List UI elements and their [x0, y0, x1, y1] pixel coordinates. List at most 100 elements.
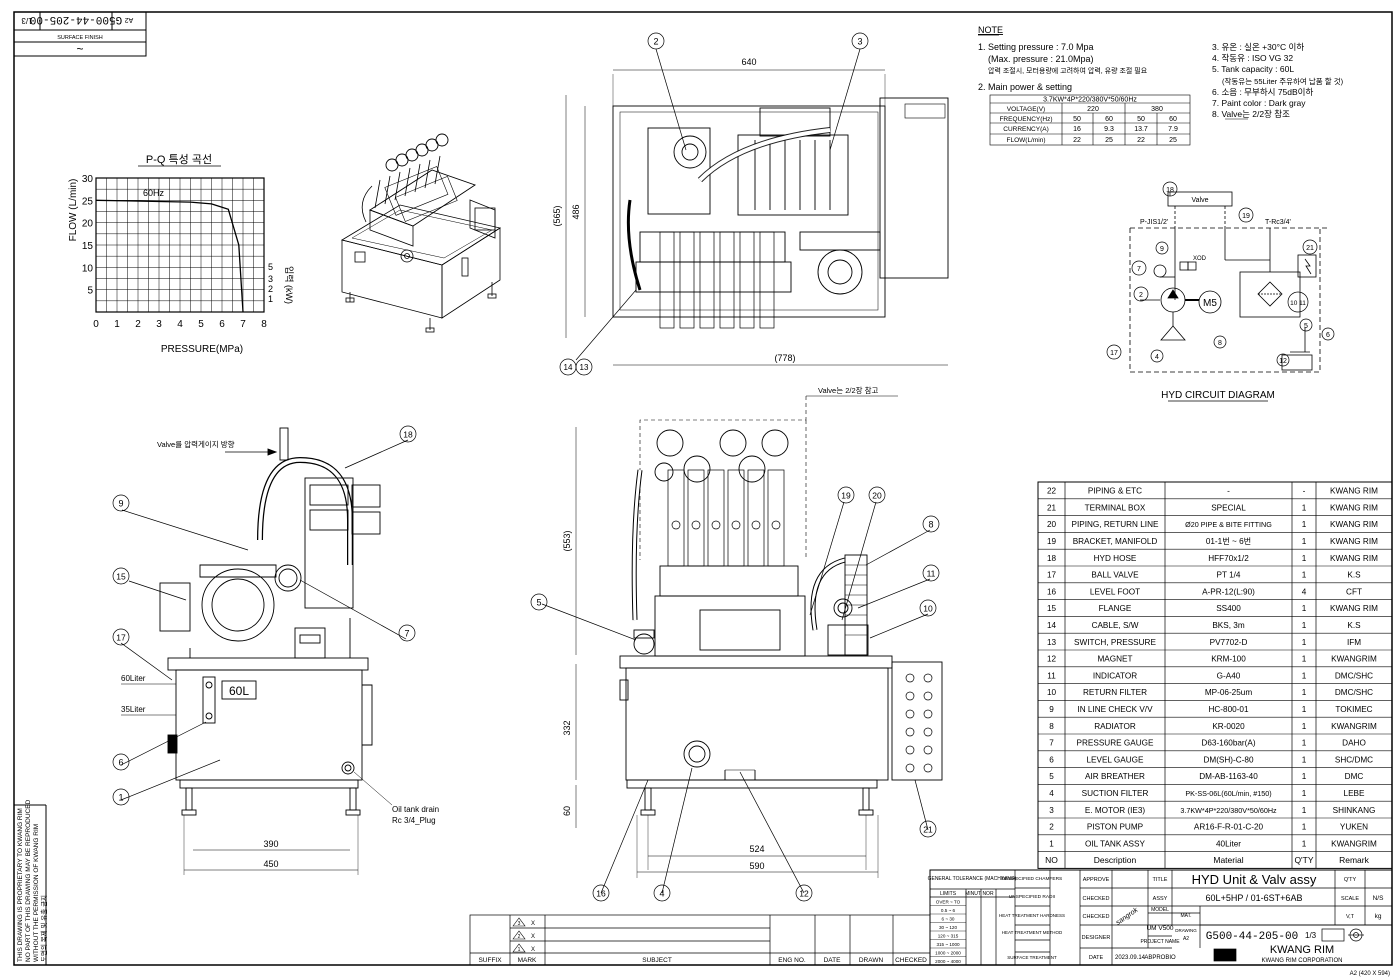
callout-bubble: 6 — [1326, 332, 1330, 339]
bom-cell-no: 1 — [1049, 839, 1054, 848]
front-valve-note: Valve는 2/2장 참고 — [818, 385, 878, 395]
callout-bubble: 9 — [118, 499, 123, 509]
svg-text:V,T: V,T — [1346, 914, 1355, 920]
callout-bubble: 11 — [927, 569, 936, 579]
circuit-valve-box: Valve — [1192, 197, 1209, 204]
circuit-motor: M5 — [1203, 298, 1217, 309]
bom-cell-qty: 1 — [1302, 823, 1307, 832]
svg-text:SUFFIX: SUFFIX — [478, 957, 502, 964]
bom-cell-mat: D63-160bar(A) — [1201, 739, 1255, 748]
bom-cell-remark: KWANGRIM — [1331, 655, 1377, 664]
callout-bubble: 3 — [857, 37, 862, 47]
svg-text:25: 25 — [1105, 137, 1113, 144]
surface-finish-label: SURFACE FINISH — [57, 35, 103, 41]
company-name: KWANG RIM — [1270, 944, 1334, 956]
callout-bubble: 4 — [659, 889, 664, 899]
svg-text:LIMITS: LIMITS — [940, 891, 957, 897]
svg-text:HEAT TREATMENT HARDNESS: HEAT TREATMENT HARDNESS — [999, 913, 1065, 918]
scale-value: N/S — [1373, 895, 1385, 902]
assy-spec: 60L+5HP / 01-6ST+6AB — [1206, 893, 1303, 903]
tol-title: GENERAL TOLERANCE (MACHINING) — [928, 876, 1017, 882]
callout-bubble: 7 — [1137, 266, 1141, 273]
level-60-label: 60Liter — [121, 674, 146, 683]
note-line: 7. Paint color : Dark gray — [1212, 98, 1306, 108]
bom-header-remark: Remark — [1339, 855, 1370, 865]
bom-cell-remark: DMC/SHC — [1335, 671, 1373, 680]
unit-value: kg — [1375, 913, 1382, 920]
tol-row: 30 ~ 120 — [939, 925, 957, 930]
bom-cell-no: 2 — [1049, 823, 1054, 832]
bom-cell-qty: 1 — [1302, 621, 1307, 630]
svg-text:WITHOUT THE PERMISSION OF KWAN: WITHOUT THE PERMISSION OF KWANG RIM — [33, 824, 40, 962]
svg-text:2: 2 — [518, 934, 521, 940]
bom-cell-no: 6 — [1049, 755, 1054, 764]
bom-cell-desc: BALL VALVE — [1091, 571, 1139, 580]
pq-x-tick: 8 — [261, 319, 267, 330]
bom-cell-mat: KRM-100 — [1211, 655, 1246, 664]
bom-cell-qty: 1 — [1302, 655, 1307, 664]
bom-cell-mat: 01-1번 ~ 6번 — [1206, 537, 1251, 546]
callout-bubble: 21 — [1306, 245, 1314, 252]
callout-bubble: 17 — [116, 633, 126, 643]
svg-text:DRAWN: DRAWN — [859, 957, 884, 964]
bom-cell-desc: FLANGE — [1099, 604, 1132, 613]
svg-text:50: 50 — [1137, 116, 1145, 123]
bom-cell-qty: 1 — [1302, 571, 1307, 580]
bom-cell-no: 15 — [1047, 604, 1057, 613]
bom-cell-desc: RADIATOR — [1094, 722, 1136, 731]
bom-cell-remark: KWANG RIM — [1330, 503, 1378, 512]
drain-note-1: Oil tank drain — [392, 805, 439, 814]
drain-note-2: Rc 3/4_Plug — [392, 816, 436, 825]
note-line: 1. Setting pressure : 7.0 Mpa — [978, 42, 1094, 52]
svg-text:16: 16 — [1073, 126, 1081, 133]
bom-cell-qty: 1 — [1302, 722, 1307, 731]
callout-bubble: 12 — [799, 889, 809, 899]
svg-text:DATE: DATE — [824, 957, 842, 964]
pq-x-tick: 1 — [114, 319, 120, 330]
svg-text:25: 25 — [1169, 137, 1177, 144]
pq-x-tick: 6 — [219, 319, 225, 330]
tol-row: 6 ~ 30 — [942, 916, 955, 921]
bom-cell-desc: OIL TANK ASSY — [1085, 839, 1145, 848]
level-35-label: 35Liter — [121, 705, 146, 714]
svg-text:X: X — [531, 921, 535, 927]
pq-x-label: PRESSURE(MPa) — [161, 344, 243, 355]
power-table-title: 3.7KW*4P*220/380V*50/60Hz — [1043, 97, 1137, 104]
pq-chart-title: P-Q 특성 곡선 — [146, 153, 212, 166]
bom-cell-desc: HYD HOSE — [1094, 554, 1137, 563]
power-table: 3.7KW*4P*220/380V*50/60Hz VOLTAGE(V) 220… — [989, 94, 1191, 146]
svg-text:9.3: 9.3 — [1104, 126, 1114, 133]
bom-cell-desc: PISTON PUMP — [1087, 823, 1144, 832]
svg-text:3: 3 — [518, 921, 521, 927]
bom-header-mat: Material — [1213, 855, 1243, 865]
note-line: 8. Valve는 2/2장 참조 — [1212, 109, 1290, 119]
bom-cell-no: 5 — [1049, 772, 1054, 781]
bom-cell-no: 4 — [1049, 789, 1054, 798]
bom-cell-remark: SHINKANG — [1333, 806, 1376, 815]
svg-text:VOLTAGE(V): VOLTAGE(V) — [1007, 106, 1045, 113]
drawing-stamp: G500-44-205-00 1/3 A2 SURFACE FINISH ~ — [13, 11, 147, 57]
bom-cell-remark: KWANG RIM — [1330, 487, 1378, 496]
callout-bubble: 16 — [596, 889, 606, 899]
svg-text:50: 50 — [1073, 116, 1081, 123]
bom-cell-no: 12 — [1047, 655, 1057, 664]
callout-bubble: 6 — [118, 758, 123, 768]
svg-text:도면의 복제 및 유출 금지: 도면의 복제 및 유출 금지 — [39, 895, 48, 962]
bom-cell-mat: KR-0020 — [1212, 722, 1245, 731]
proprietary-note: THIS DRAWING IS PROPRIETARY TO KWANG RIM… — [17, 799, 48, 962]
bom-cell-qty: 1 — [1302, 503, 1307, 512]
note-line: (Max. pressure : 21.0Mpa) — [988, 54, 1094, 64]
svg-text:DRAWING: DRAWING — [1175, 928, 1197, 933]
bom-cell-desc: LEVEL GAUGE — [1086, 755, 1144, 764]
bom-cell-no: 3 — [1049, 806, 1054, 815]
bom-cell-remark: DAHO — [1342, 739, 1366, 748]
svg-text:MODEL: MODEL — [1151, 907, 1169, 913]
callout-bubble: 5 — [536, 598, 541, 608]
bom-cell-qty: 4 — [1302, 587, 1307, 596]
pq-x-tick: 5 — [198, 319, 204, 330]
circuit-p-port: P-JIS1/2' — [1140, 219, 1168, 226]
bom-cell-qty: 1 — [1302, 554, 1307, 563]
svg-text:TITLE: TITLE — [1153, 877, 1168, 883]
